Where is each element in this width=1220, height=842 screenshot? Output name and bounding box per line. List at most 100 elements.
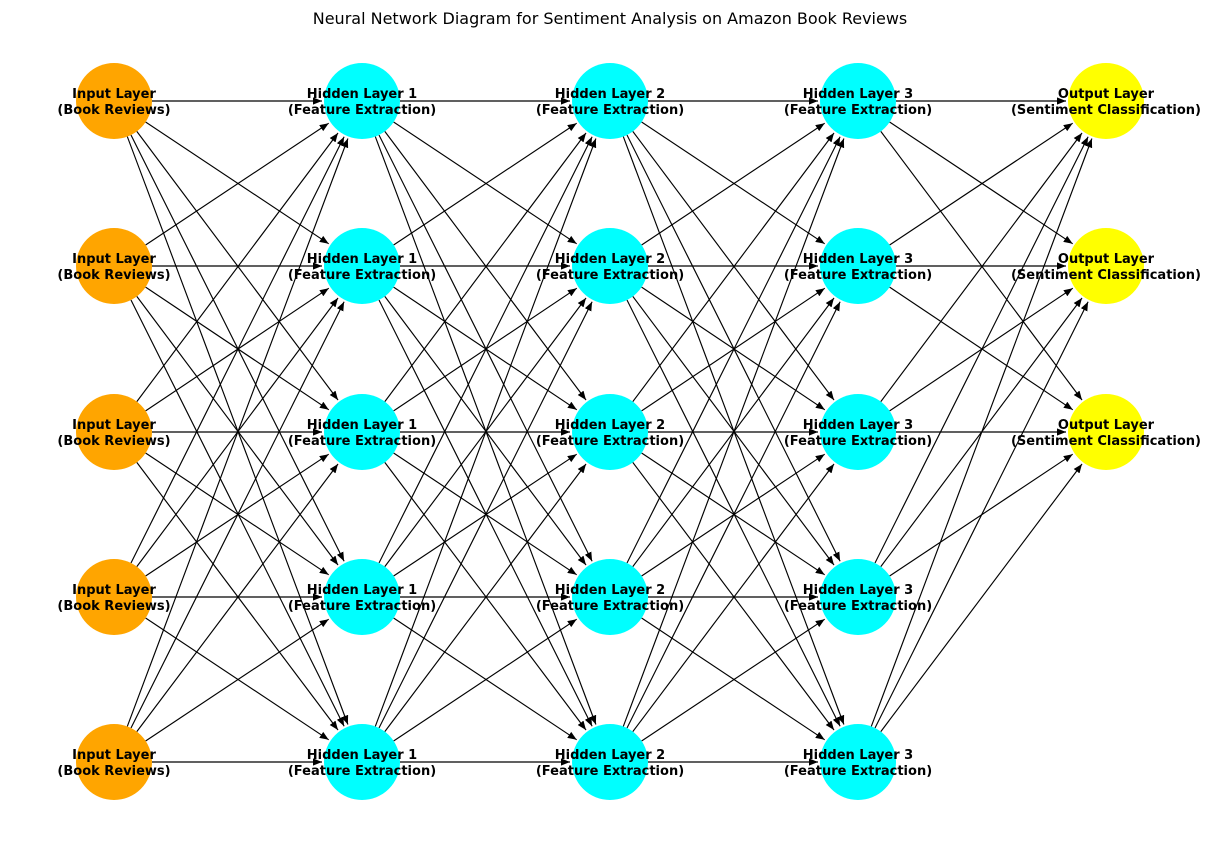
node-layer-name: Hidden Layer 1 [307, 252, 417, 267]
node-layer-description: (Feature Extraction) [784, 764, 932, 779]
neuron-circle [572, 63, 648, 139]
node-layer-description: (Sentiment Classification) [1011, 268, 1201, 283]
node-layer-description: (Feature Extraction) [288, 103, 436, 118]
node-hidden1-5: Hidden Layer 1(Feature Extraction) [288, 724, 436, 800]
node-layer-name: Input Layer [72, 418, 156, 433]
node-hidden1-4: Hidden Layer 1(Feature Extraction) [288, 559, 436, 635]
node-input-5: Input Layer(Book Reviews) [57, 724, 171, 800]
node-layer-description: (Feature Extraction) [784, 599, 932, 614]
neuron-circle [572, 228, 648, 304]
node-layer-name: Hidden Layer 3 [803, 252, 913, 267]
neuron-circle [76, 559, 152, 635]
node-hidden2-3: Hidden Layer 2(Feature Extraction) [536, 394, 684, 470]
node-layer-description: (Feature Extraction) [536, 268, 684, 283]
node-hidden1-3: Hidden Layer 1(Feature Extraction) [288, 394, 436, 470]
edge-input-2-to-hidden1-3 [145, 286, 330, 411]
node-layer-description: (Sentiment Classification) [1011, 103, 1201, 118]
neuron-circle [324, 228, 400, 304]
node-layer-description: (Sentiment Classification) [1011, 434, 1201, 449]
node-hidden3-4: Hidden Layer 3(Feature Extraction) [784, 559, 932, 635]
edge-hidden1-5-to-hidden2-2 [378, 301, 593, 729]
neuron-circle [820, 394, 896, 470]
edge-input-1-to-hidden1-2 [145, 121, 330, 245]
node-layer-description: (Feature Extraction) [784, 434, 932, 449]
node-output-2: Output Layer(Sentiment Classification) [1011, 228, 1201, 304]
node-layer-description: (Book Reviews) [57, 764, 170, 779]
node-hidden3-2: Hidden Layer 3(Feature Extraction) [784, 228, 932, 304]
edge-hidden1-1-to-hidden2-2 [393, 121, 578, 245]
node-layer-name: Output Layer [1058, 87, 1155, 102]
node-layer-description: (Book Reviews) [57, 599, 170, 614]
node-output-1: Output Layer(Sentiment Classification) [1011, 63, 1201, 139]
neuron-circle [324, 63, 400, 139]
node-hidden3-1: Hidden Layer 3(Feature Extraction) [784, 63, 932, 139]
edge-hidden1-4-to-hidden2-5 [393, 617, 578, 741]
edge-hidden3-2-to-output-1 [889, 122, 1074, 246]
neuron-circle [1068, 228, 1144, 304]
edge-input-3-to-hidden1-5 [136, 462, 339, 731]
edge-input-4-to-hidden1-1 [130, 136, 345, 564]
edge-input-5-to-hidden1-3 [136, 463, 339, 732]
node-layer-name: Hidden Layer 2 [555, 748, 665, 763]
edge-hidden2-2-to-hidden3-4 [632, 296, 835, 566]
node-layer-name: Output Layer [1058, 418, 1155, 433]
edge-hidden1-2-to-hidden2-5 [378, 299, 593, 727]
node-layer-name: Hidden Layer 1 [307, 418, 417, 433]
neuron-circle [324, 559, 400, 635]
node-layer-description: (Feature Extraction) [536, 103, 684, 118]
node-hidden1-2: Hidden Layer 1(Feature Extraction) [288, 228, 436, 304]
node-layer-name: Hidden Layer 3 [803, 583, 913, 598]
neurons: Input Layer(Book Reviews)Input Layer(Boo… [57, 63, 1201, 800]
node-layer-name: Hidden Layer 1 [307, 87, 417, 102]
edge-input-2-to-hidden1-1 [145, 122, 330, 246]
edge-hidden1-2-to-hidden2-4 [384, 296, 587, 566]
edge-hidden2-4-to-hidden3-1 [626, 136, 841, 564]
neuron-circle [572, 724, 648, 800]
node-layer-description: (Feature Extraction) [288, 268, 436, 283]
node-layer-name: Input Layer [72, 583, 156, 598]
node-layer-name: Hidden Layer 1 [307, 748, 417, 763]
edge-input-3-to-hidden1-1 [136, 132, 339, 402]
node-layer-description: (Book Reviews) [57, 434, 170, 449]
node-layer-name: Input Layer [72, 252, 156, 267]
edge-input-5-to-hidden1-4 [145, 618, 330, 742]
edge-input-2-to-hidden1-4 [136, 296, 339, 566]
node-layer-description: (Feature Extraction) [536, 599, 684, 614]
diagram-title: Neural Network Diagram for Sentiment Ana… [313, 9, 908, 28]
edge-hidden3-5-to-output-3 [880, 463, 1083, 732]
edge-hidden2-2-to-hidden3-1 [641, 122, 826, 246]
edge-input-2-to-hidden1-5 [130, 299, 345, 727]
edge-hidden1-3-to-hidden2-1 [384, 132, 587, 402]
edge-hidden3-1-to-output-2 [889, 121, 1074, 245]
node-hidden3-5: Hidden Layer 3(Feature Extraction) [784, 724, 932, 800]
node-layer-description: (Book Reviews) [57, 268, 170, 283]
neuron-circle [820, 724, 896, 800]
node-hidden2-5: Hidden Layer 2(Feature Extraction) [536, 724, 684, 800]
edge-hidden2-3-to-hidden3-4 [641, 452, 826, 576]
node-input-4: Input Layer(Book Reviews) [57, 559, 171, 635]
edge-hidden2-2-to-hidden3-3 [641, 286, 826, 411]
node-layer-name: Hidden Layer 3 [803, 87, 913, 102]
edge-input-4-to-hidden1-5 [145, 617, 330, 741]
edge-hidden2-4-to-hidden3-5 [641, 617, 826, 741]
node-layer-name: Hidden Layer 3 [803, 748, 913, 763]
node-layer-description: (Feature Extraction) [288, 599, 436, 614]
neuron-circle [820, 63, 896, 139]
neuron-circle [76, 394, 152, 470]
edge-hidden3-5-to-output-2 [874, 301, 1089, 729]
edge-hidden3-5-to-output-1 [870, 138, 1093, 727]
edge-hidden1-5-to-hidden2-1 [374, 138, 597, 727]
edge-hidden2-3-to-hidden3-1 [632, 132, 835, 402]
edge-hidden1-3-to-hidden2-5 [384, 462, 587, 731]
node-layer-description: (Feature Extraction) [784, 103, 932, 118]
edge-hidden2-5-to-hidden3-3 [632, 463, 835, 732]
edge-input-5-to-hidden1-2 [130, 301, 345, 729]
neuron-circle [324, 724, 400, 800]
node-layer-description: (Feature Extraction) [784, 268, 932, 283]
edge-hidden3-2-to-output-3 [889, 286, 1074, 411]
edge-hidden2-3-to-hidden3-5 [632, 462, 835, 731]
edge-hidden2-2-to-hidden3-5 [626, 299, 841, 727]
neuron-circle [572, 394, 648, 470]
edge-hidden2-5-to-hidden3-4 [641, 618, 826, 742]
